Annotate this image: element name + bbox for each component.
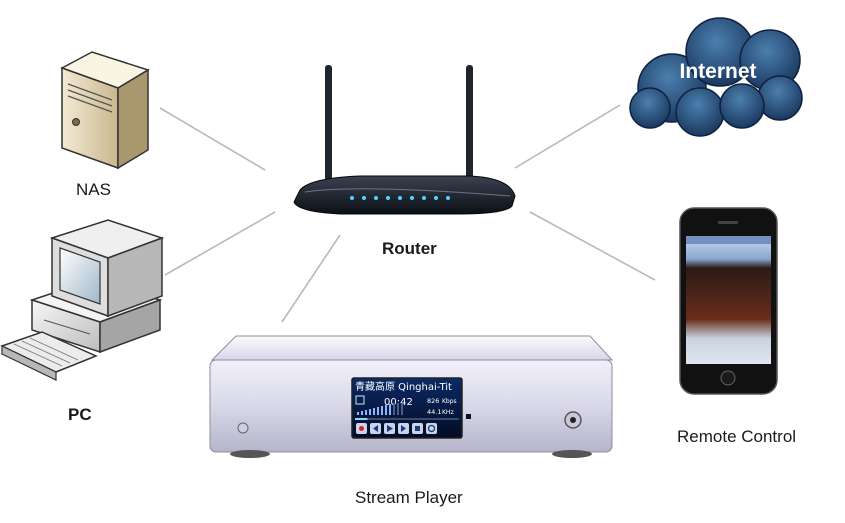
screen-time: 00:42 [384, 397, 413, 408]
screen-title: 青藏高原 Qinghai-Tit [355, 380, 452, 393]
router-icon [293, 65, 516, 215]
pc-computer-icon [0, 219, 165, 381]
volume-bars [357, 403, 403, 415]
nas-server-icon [60, 51, 150, 170]
control-buttons [356, 423, 437, 434]
internet-label: Internet [679, 60, 756, 83]
edge-router-player [281, 234, 341, 323]
edge-router-remote [529, 211, 656, 281]
repeat-icon [355, 395, 365, 405]
router-label: Router [382, 239, 437, 258]
screen-samplerate: 44.1 [427, 408, 441, 416]
remote-control-phone-icon [679, 207, 778, 395]
nas-label: NAS [76, 180, 111, 199]
screen-bitrate: 826 [427, 397, 439, 405]
stream-player-icon: 青藏高原 Qinghai-Tit 00:42 826 Kbps 44.1 KHz [209, 335, 614, 458]
screen-samplerate-unit: KHz [442, 409, 454, 416]
remote-control-label: Remote Control [677, 427, 797, 446]
edge-nas-router [159, 107, 266, 171]
screen-progress-bar [355, 418, 368, 420]
internet-cloud-icon: Internet [629, 17, 803, 137]
pc-label: PC [68, 405, 92, 424]
edge-router-internet [514, 104, 621, 169]
edge-pc-router [164, 211, 276, 276]
connection-lines [159, 104, 656, 323]
screen-bitrate-unit: Kbps [442, 398, 457, 405]
stream-player-label: Stream Player [355, 488, 463, 507]
